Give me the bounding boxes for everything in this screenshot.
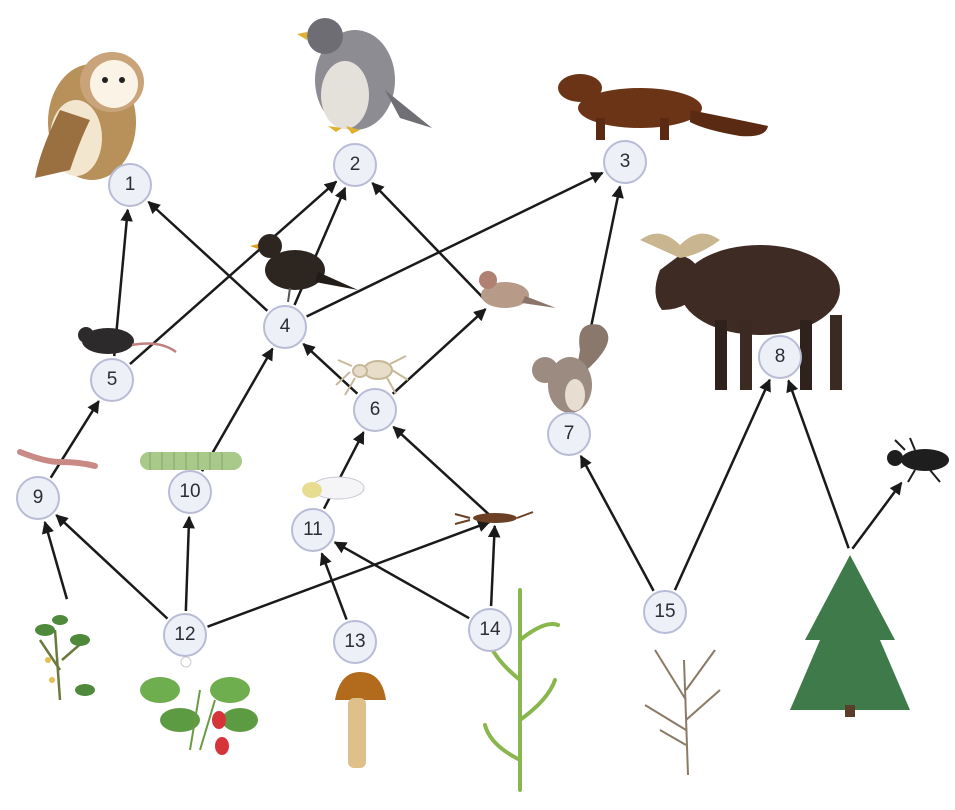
blackbird-icon <box>250 234 358 302</box>
node-circle-9: 9 <box>16 476 60 520</box>
node-circle-3: 3 <box>603 140 647 184</box>
node-circle-6: 6 <box>353 388 397 432</box>
mushroom-icon <box>335 672 386 768</box>
node-circle-8: 8 <box>758 335 802 379</box>
node-circle-11: 11 <box>291 508 335 552</box>
node-circle-4: 4 <box>263 305 307 349</box>
feeding-arrow-13-to-11 <box>322 553 347 619</box>
aphid-icon <box>302 477 364 499</box>
feeding-arrow-12-to-10 <box>186 517 189 611</box>
feeding-arrow-4-to-3 <box>307 173 603 317</box>
feeding-arrow-shrub-to-9 <box>45 522 67 599</box>
node-circle-2: 2 <box>333 143 377 187</box>
songbird-icon <box>479 271 556 308</box>
shrub-plant-icon <box>35 615 95 700</box>
feeding-arrow-earwig-to-6 <box>393 427 492 517</box>
node-circle-5: 5 <box>90 358 134 402</box>
feeding-arrow-14-to-earwig <box>491 526 495 606</box>
barn-owl-icon <box>35 52 144 180</box>
node-circle-1: 1 <box>108 163 152 207</box>
feeding-arrow-12-to-9 <box>56 515 167 619</box>
mouse-icon <box>78 327 176 354</box>
node-circle-15: 15 <box>643 590 687 634</box>
falcon-icon <box>297 18 432 134</box>
feeding-arrow-spruce-to-8 <box>788 381 848 549</box>
feeding-arrow-12-to-earwig <box>208 522 490 627</box>
beetle-icon <box>887 438 949 482</box>
pine-shrub-icon <box>645 650 720 775</box>
node-circle-7: 7 <box>547 412 591 456</box>
feeding-arrow-15-to-8 <box>675 380 770 590</box>
node-circle-14: 14 <box>468 608 512 652</box>
moose-icon <box>640 234 842 390</box>
earthworm-icon <box>20 452 95 466</box>
feeding-arrow-6-to-songbird <box>393 309 486 394</box>
squirrel-icon <box>532 324 608 413</box>
mink-icon <box>558 74 768 140</box>
caterpillar-icon <box>140 452 242 470</box>
node-circle-12: 12 <box>163 613 207 657</box>
strawberry-plant-icon <box>140 657 258 755</box>
feeding-arrow-songbird-to-2 <box>372 183 487 302</box>
feeding-arrows <box>45 173 902 627</box>
node-circle-10: 10 <box>168 470 212 514</box>
feeding-arrow-spruce-to-beetle <box>852 483 901 549</box>
spruce-tree-icon <box>790 555 910 717</box>
feeding-arrow-15-to-7 <box>581 456 654 591</box>
node-circle-13: 13 <box>333 620 377 664</box>
earwig-icon <box>455 512 533 524</box>
